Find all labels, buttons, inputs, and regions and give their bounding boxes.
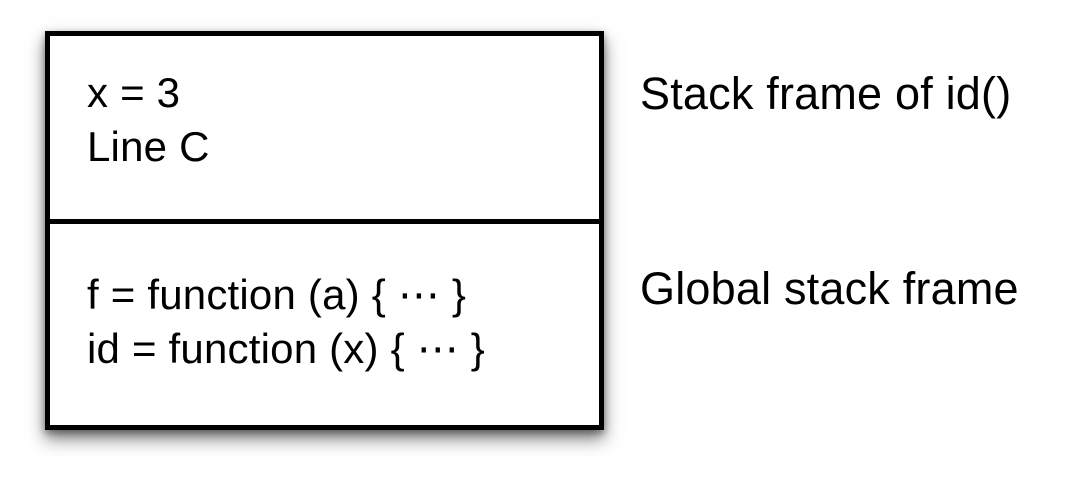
- stack-frame-global: f = function (a) { ⋯ } id = function (x)…: [50, 224, 599, 425]
- label-global-stack-frame: Global stack frame: [640, 263, 1019, 314]
- stack-frame-id: x = 3 Line C: [50, 36, 599, 224]
- frame-id-variable-x: x = 3: [87, 69, 181, 116]
- frame-global-variable-id: id = function (x) { ⋯ }: [87, 325, 485, 372]
- frame-id-line-marker: Line C: [87, 123, 210, 170]
- label-stack-frame-of-id: Stack frame of id(): [640, 68, 1012, 119]
- stack-frames-box: x = 3 Line C f = function (a) { ⋯ } id =…: [45, 31, 604, 430]
- frame-global-variable-f: f = function (a) { ⋯ }: [87, 271, 467, 318]
